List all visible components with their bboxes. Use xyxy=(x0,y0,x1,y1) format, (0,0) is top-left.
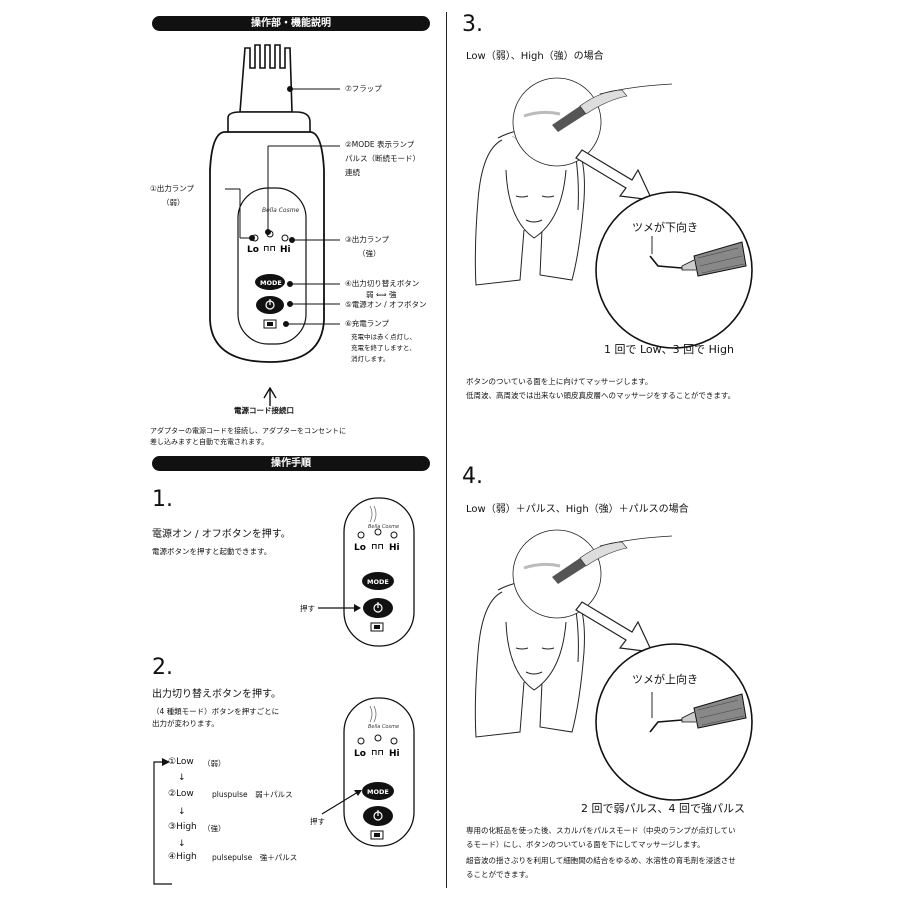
mode-3-desc: （強） xyxy=(203,824,226,833)
step1-title: 電源オン / オフボタンを押す。 xyxy=(152,529,291,540)
step2-title: 出力切り替えボタンを押す。 xyxy=(152,689,281,700)
svg-text:MODE: MODE xyxy=(367,788,389,796)
step4-illustration xyxy=(474,529,753,801)
mode-arrow-2: ↓ xyxy=(178,807,186,817)
mode-1-label: ①Low xyxy=(168,757,194,767)
svg-text:⊓⊓: ⊓⊓ xyxy=(371,542,384,551)
step4-desc-1: 専用の化粧品を使った後、スカルパをパルスモード（中央のランプが点灯してい xyxy=(466,826,736,835)
step3-title: Low（弱）、High（強）の場合 xyxy=(466,51,604,62)
mode-3-label: ③High xyxy=(168,822,197,832)
svg-text:Hi: Hi xyxy=(389,543,400,553)
label-pulse: パルス（断続モード） xyxy=(345,154,420,163)
step4-number: 4. xyxy=(462,464,483,489)
label-weak-strong: 弱 ⟺ 強 xyxy=(366,290,397,299)
step3-desc-2: 低周波、高周波では出来ない頭皮真皮層へのマッサージをすることができます。 xyxy=(466,391,736,400)
step1-device: Bella Cosme Lo ⊓⊓ Hi MODE xyxy=(318,497,415,647)
mode-2-desc: pluspulse 弱＋パルス xyxy=(212,790,293,799)
step2-number: 2. xyxy=(152,655,173,680)
label-continuous: 連続 xyxy=(345,168,360,177)
step4-desc-3: 超音波の揺さぶりを利用して細胞間の結合をゆるめ、水溶性の育毛剤を浸透させ xyxy=(466,856,736,865)
flap xyxy=(239,44,293,113)
label-weak: （弱） xyxy=(162,198,185,207)
step4-desc-4: ることができます。 xyxy=(466,870,533,879)
step4-title: Low（弱）＋パルス、High（強）＋パルスの場合 xyxy=(466,504,689,515)
svg-text:MODE: MODE xyxy=(260,279,282,287)
lamp-high xyxy=(281,234,289,242)
label-switch-button: ④出力切り替えボタン xyxy=(345,279,420,288)
step3-number: 3. xyxy=(462,12,483,37)
label-cord: 電源コード接続口 xyxy=(234,406,294,415)
step3-bubble: ツメが下向き xyxy=(632,221,698,234)
leader-lines xyxy=(225,86,340,406)
svg-text:Bella Cosme: Bella Cosme xyxy=(262,207,300,214)
step1-desc: 電源ボタンを押すと起動できます。 xyxy=(152,547,272,556)
svg-text:Hi: Hi xyxy=(389,749,400,759)
step3-caption: 1 回で Low、3 回で High xyxy=(604,343,734,356)
step2-desc-2: 出力が変わります。 xyxy=(152,719,219,728)
step2-device: Bella Cosme Lo ⊓⊓ Hi MODE xyxy=(321,697,415,847)
column-divider xyxy=(446,12,447,888)
svg-text:Hi: Hi xyxy=(280,245,291,255)
section-header-functions: 操作部・機能説明 xyxy=(152,16,430,31)
label-charge-note-1: 充電中は赤く点灯し、 xyxy=(351,333,416,341)
mode-arrow-1: ↓ xyxy=(178,773,186,783)
mode-4-desc: pulsepulse 強＋パルス xyxy=(212,853,298,862)
label-strong: （強） xyxy=(358,249,381,258)
svg-text:Lo: Lo xyxy=(354,543,366,553)
step4-desc-2: るモード）にし、ボタンのついている面を下にしてマッサージします。 xyxy=(466,840,705,849)
label-charge-note-2: 充電を終了しますと、 xyxy=(351,344,416,352)
step2-press-label: 押す xyxy=(310,817,325,826)
label-charge-lamp: ⑥充電ランプ xyxy=(345,319,389,328)
svg-text:Bella Cosme: Bella Cosme xyxy=(368,724,399,730)
mode-2-label: ②Low xyxy=(168,789,194,799)
step2-desc-1: （4 種類モード）ボタンを押すごとに xyxy=(152,707,280,716)
svg-text:⊓⊓: ⊓⊓ xyxy=(263,244,276,253)
svg-text:Lo: Lo xyxy=(247,245,259,255)
step3-desc-1: ボタンのついている面を上に向けてマッサージします。 xyxy=(466,377,653,386)
adapter-note-1: アダプターの電源コードを接続し、アダプターをコンセントに xyxy=(150,427,346,435)
label-flap: ⑦フラップ xyxy=(345,84,382,93)
label-charge-note-3: 消灯します。 xyxy=(351,355,390,363)
mode-1-desc: （弱） xyxy=(203,759,226,768)
step1-press-label: 押す xyxy=(300,604,315,613)
mode-cycle-bracket xyxy=(153,758,172,885)
step4-bubble: ツメが上向き xyxy=(632,673,698,686)
step1-number: 1. xyxy=(152,487,173,512)
svg-text:MODE: MODE xyxy=(367,578,389,586)
mode-4-label: ④High xyxy=(168,852,197,862)
label-mode-lamp: ②MODE 表示ランプ xyxy=(345,140,415,149)
label-out-lamp-strong: ③出力ランプ xyxy=(345,235,389,244)
section-header-steps: 操作手順 xyxy=(152,456,430,471)
label-out-lamp-weak: ①出力ランプ xyxy=(150,184,194,193)
mode-button xyxy=(255,274,285,290)
step4-caption: 2 回で弱パルス、4 回で強パルス xyxy=(581,802,745,815)
mode-arrow-3: ↓ xyxy=(178,839,186,849)
svg-text:⊓⊓: ⊓⊓ xyxy=(371,748,384,757)
svg-text:Bella Cosme: Bella Cosme xyxy=(368,524,399,530)
step3-illustration xyxy=(474,77,753,349)
svg-text:Lo: Lo xyxy=(354,749,366,759)
label-power-button: ⑤電源オン / オフボタン xyxy=(345,300,427,309)
adapter-note-2: 差し込みますと自動で充電されます。 xyxy=(150,438,269,446)
